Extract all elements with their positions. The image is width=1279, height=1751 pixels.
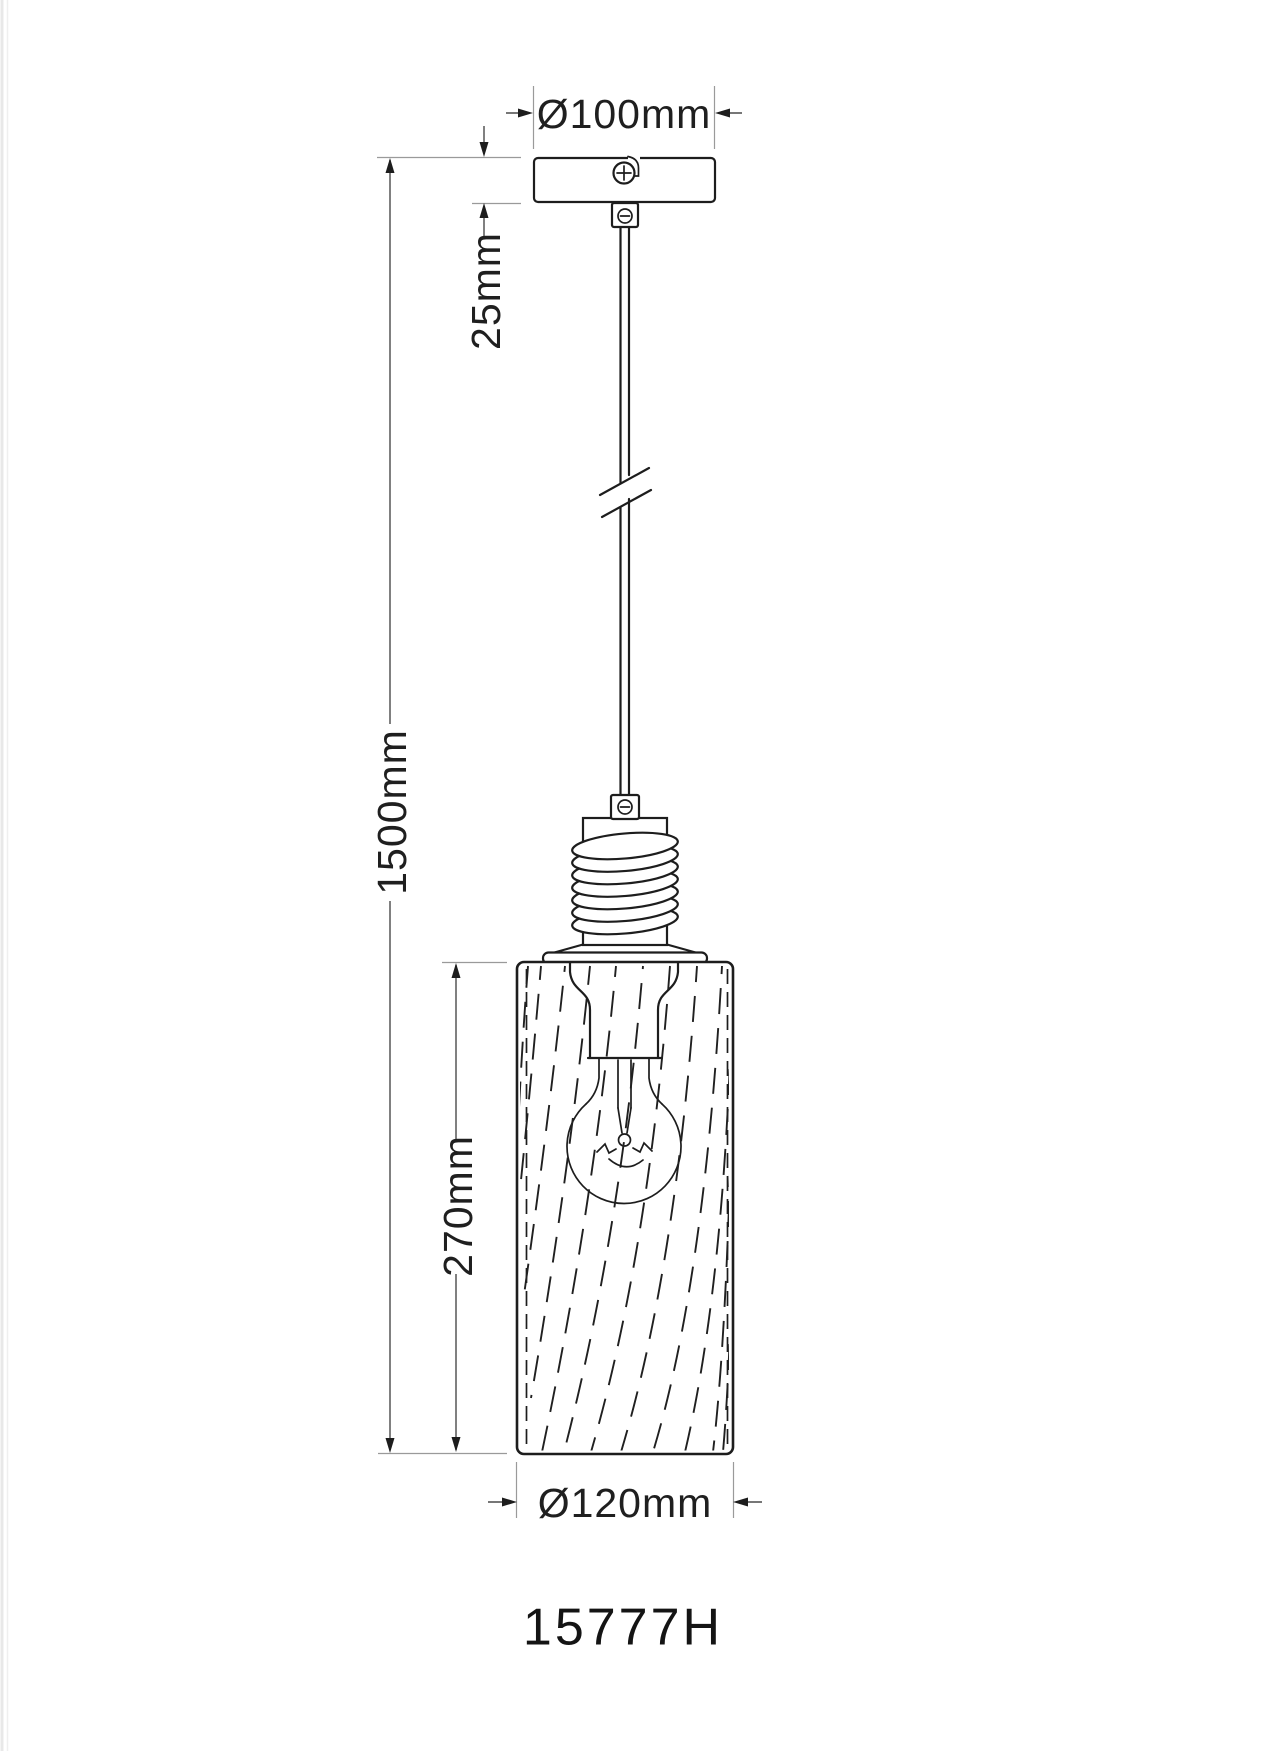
dim-canopy-height: 25mm [463,126,509,350]
cord-grip-top [610,201,640,229]
socket-body [541,793,709,966]
dim-shade-diameter: Ø120mm [488,1480,762,1526]
cord-grip-bottom [609,793,641,821]
shade-height-label: 270mm [435,1135,481,1277]
dim-shade-height: 270mm [435,963,481,1452]
shade-diameter-label: Ø120mm [538,1480,713,1526]
canopy-hook [627,155,640,177]
product-code-label: 15777H [523,1599,723,1657]
extension-lines [377,86,735,1518]
ceiling-canopy [532,155,717,229]
dim-total-height: 1500mm [369,158,415,1453]
cord-coil [571,831,679,936]
glass-shade [515,960,735,1456]
page-left-border [0,0,9,1751]
total-height-label: 1500mm [369,729,415,895]
cord-break-mark [598,466,653,519]
canopy-screw [612,161,636,185]
shade-texture [520,965,729,1451]
suspension-cord [598,223,653,802]
dim-canopy-diameter: Ø100mm [506,91,742,137]
canopy-diameter-label: Ø100mm [537,91,712,137]
canopy-height-label: 25mm [463,232,509,350]
